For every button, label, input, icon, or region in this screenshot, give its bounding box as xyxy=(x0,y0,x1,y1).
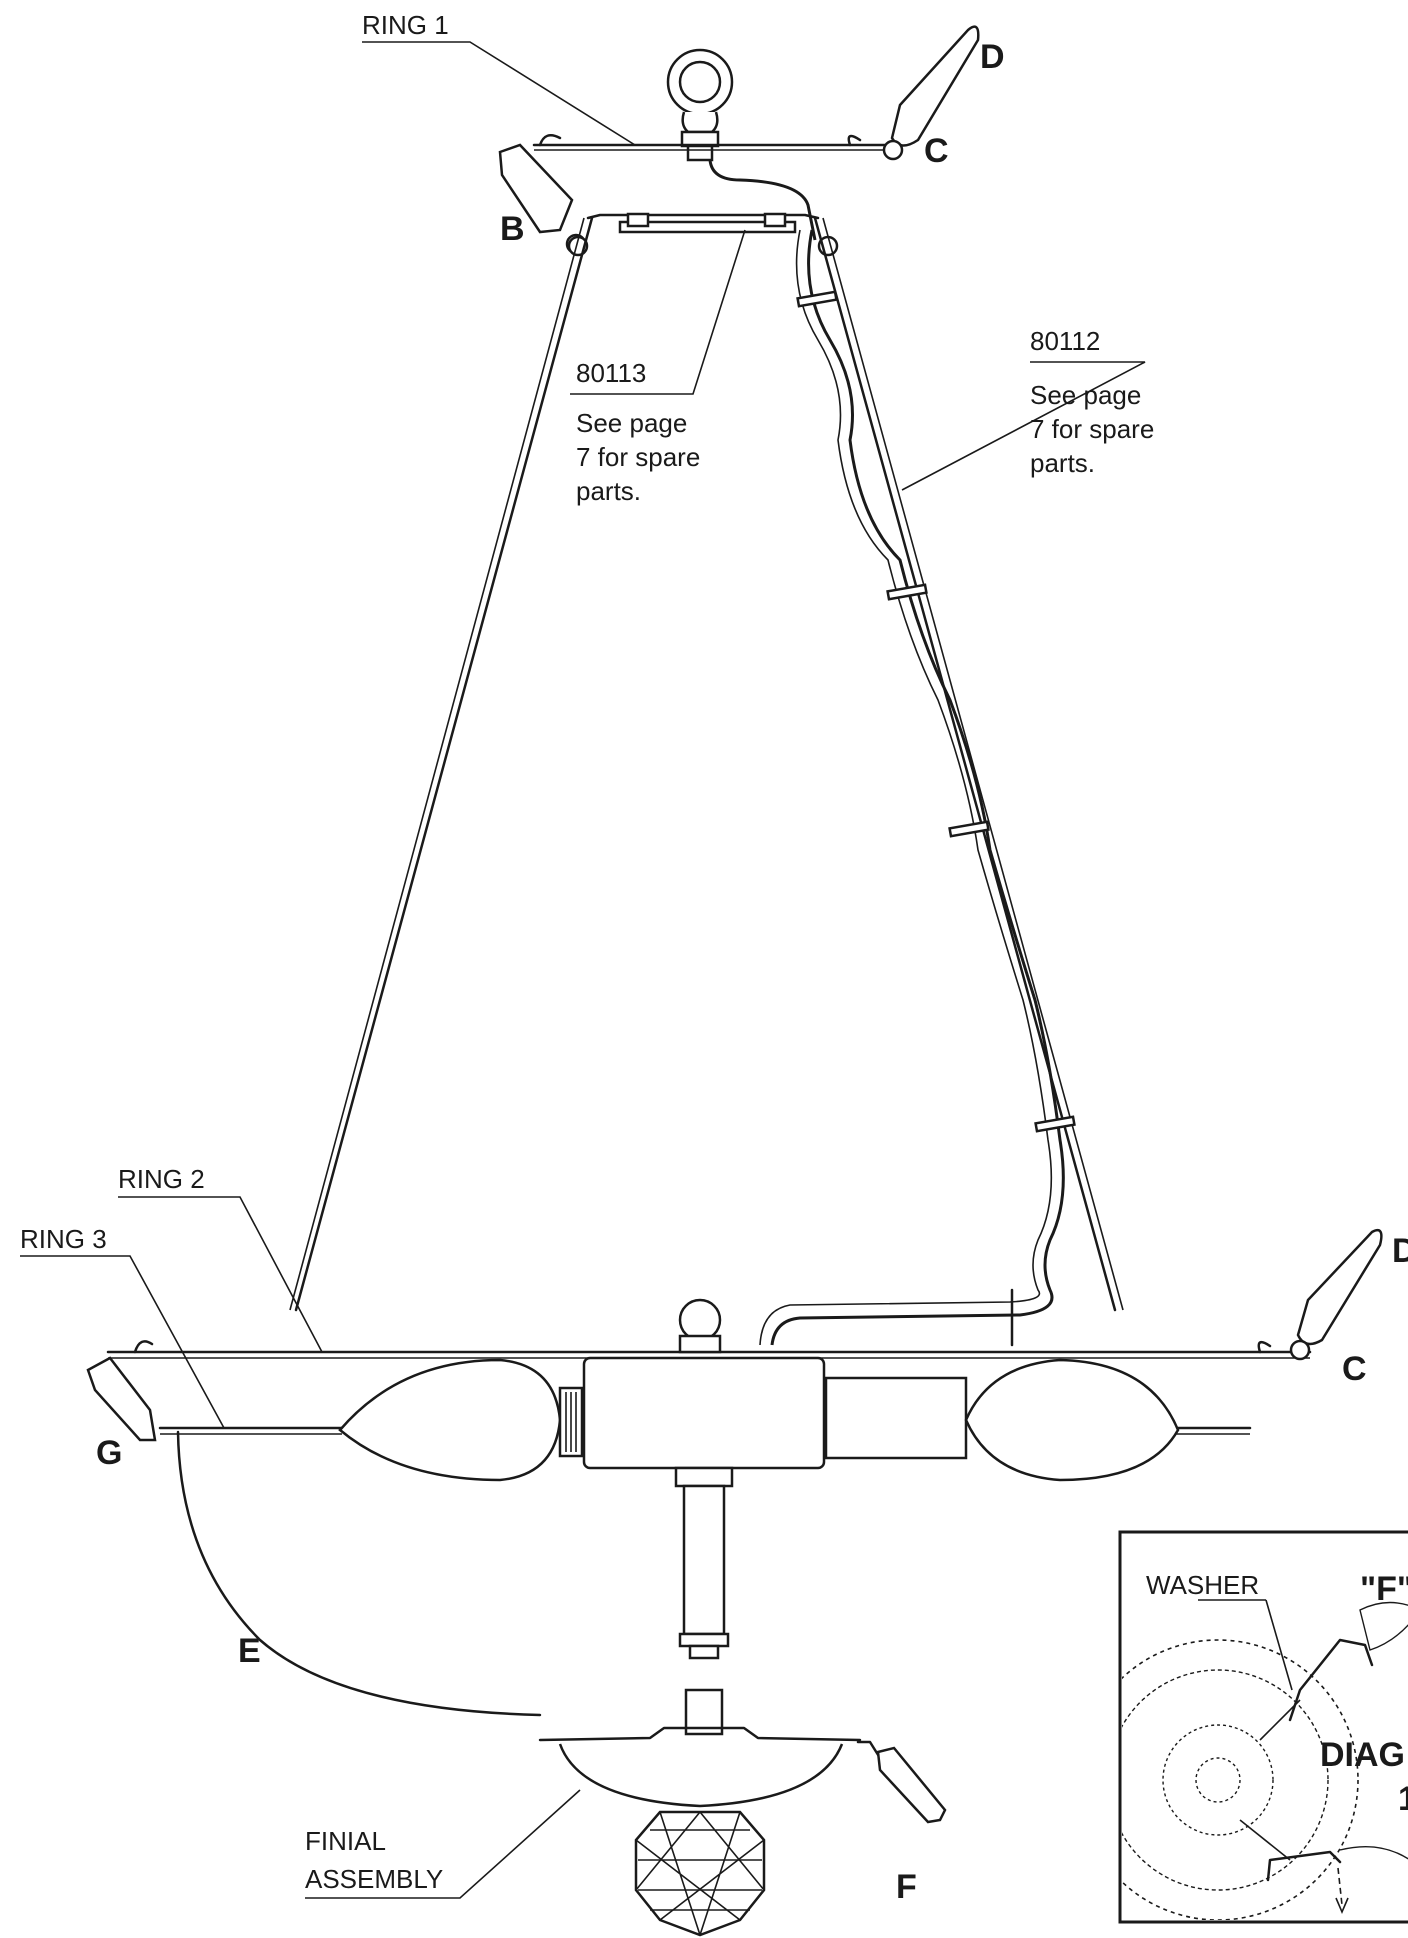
ring-1-label: RING 1 xyxy=(362,10,449,40)
part-number-80113: 80113 xyxy=(576,358,646,388)
callout-80113-line3: parts. xyxy=(576,476,641,506)
label-d-top: D xyxy=(980,38,1005,76)
canopy-loop xyxy=(666,48,734,162)
bulb-left xyxy=(338,1358,584,1482)
callout-80112: 80112 See page 7 for spare parts. xyxy=(1030,326,1154,478)
bulb-right xyxy=(964,1358,1180,1482)
callout-80113: 80113 See page 7 for spare parts. xyxy=(576,358,700,506)
label-b: B xyxy=(500,210,525,248)
wire-e xyxy=(176,1430,542,1717)
cord-right-arm xyxy=(770,229,1065,1346)
crystal-d-right xyxy=(1289,1228,1383,1361)
cord-right-arm-outline xyxy=(759,229,1053,1346)
canopy-wire xyxy=(708,159,817,241)
finial-label-line2: ASSEMBLY xyxy=(305,1864,443,1894)
frame-arm-right-80112 xyxy=(813,216,1124,1312)
callout-80112-line3: parts. xyxy=(1030,448,1095,478)
ring-3-label: RING 3 xyxy=(20,1224,107,1254)
callout-80112-line1: See page xyxy=(1030,380,1141,410)
detail-f-label: "F" xyxy=(1360,1570,1408,1608)
leader-lines xyxy=(20,41,1146,1899)
ring-1 xyxy=(532,133,902,151)
washer-label: WASHER xyxy=(1146,1570,1259,1600)
label-d-right: D xyxy=(1392,1232,1408,1270)
label-g: G xyxy=(96,1434,122,1472)
ring-2-label: RING 2 xyxy=(118,1164,205,1194)
diag-number: 1 xyxy=(1398,1780,1408,1818)
center-rod xyxy=(674,1466,734,1660)
callout-80113-line1: See page xyxy=(576,408,687,438)
crystal-g xyxy=(86,1356,157,1442)
label-c-right: C xyxy=(1342,1350,1367,1388)
diag-label: DIAG xyxy=(1320,1736,1405,1774)
label-f: F xyxy=(896,1868,917,1906)
detail-box-diagram-1: WASHER "F" DIAG 1 xyxy=(1118,1530,1408,1924)
callout-80112-line2: 7 for spare xyxy=(1030,414,1154,444)
part-number-80112: 80112 xyxy=(1030,326,1100,356)
callout-80113-line2: 7 for spare xyxy=(576,442,700,472)
ring-3 xyxy=(158,1426,1252,1435)
cord-clips xyxy=(796,290,1076,1347)
label-c-top: C xyxy=(924,132,949,170)
finial-assembly xyxy=(538,1688,947,1937)
center-body xyxy=(582,1298,968,1470)
frame-arm-left xyxy=(289,216,594,1312)
label-e: E xyxy=(238,1632,261,1670)
finial-label-line1: FINIAL xyxy=(305,1826,386,1856)
crystal-d-top xyxy=(882,25,980,161)
